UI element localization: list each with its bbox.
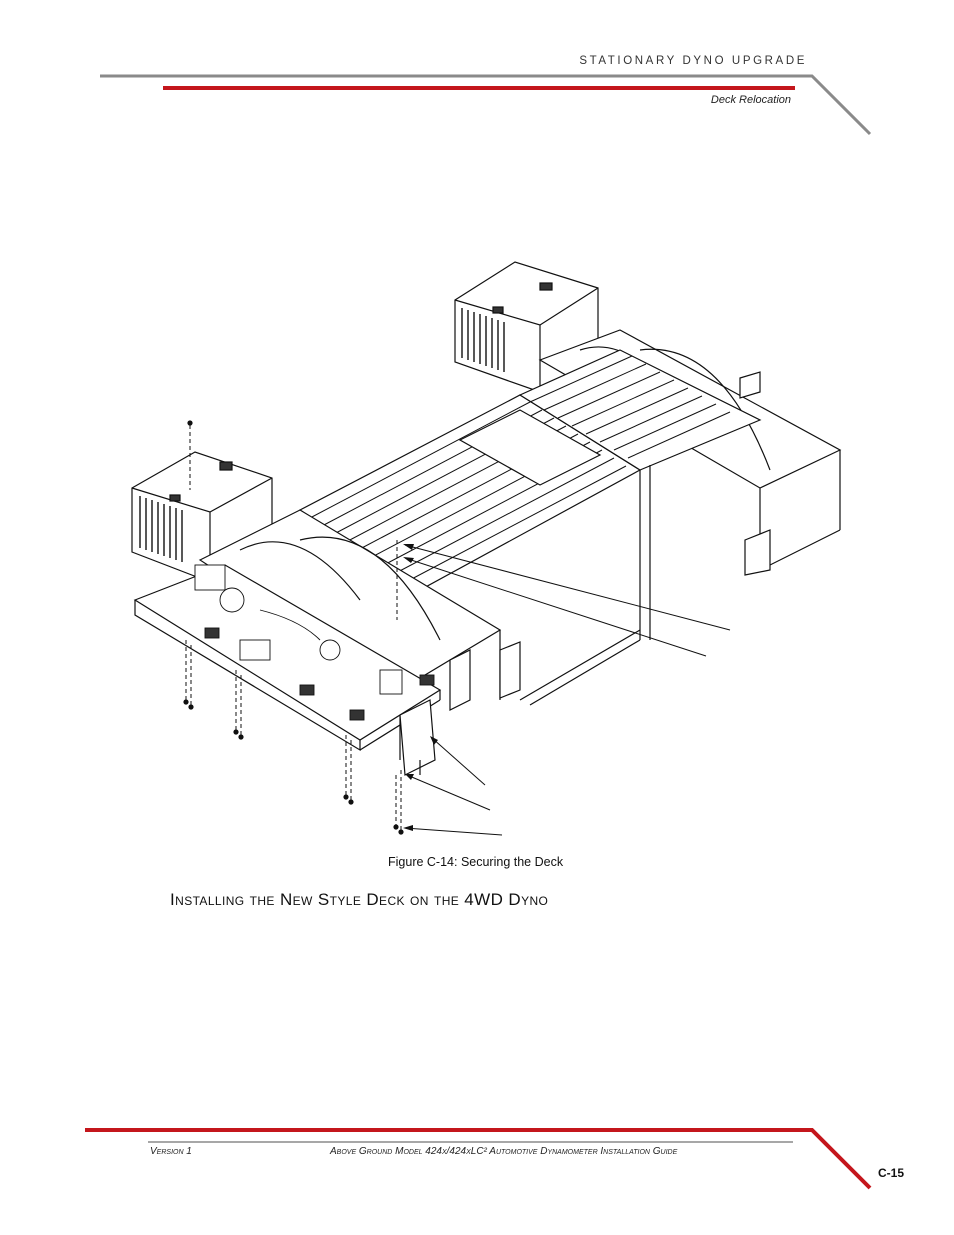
- running-header-title: STATIONARY DYNO UPGRADE: [579, 55, 807, 67]
- section-heading: Installing the New Style Deck on the 4WD…: [170, 890, 549, 909]
- front-roller-deck: [198, 509, 641, 760]
- lower-frame: [133, 564, 442, 776]
- page-number: C-15: [878, 1166, 905, 1180]
- footer-version: Version 1: [150, 1146, 192, 1157]
- header-rules: [100, 74, 872, 136]
- running-header-subtitle: Deck Relocation: [710, 94, 791, 106]
- footer-rules: [85, 1128, 872, 1190]
- figure-caption: Figure C-14: Securing the Deck: [388, 855, 564, 869]
- center-slat-decks: [298, 349, 762, 690]
- deck-assembly-drawing: [131, 261, 842, 836]
- footer-guide-title: Above Ground Model 424x/424xLC² Automoti…: [330, 1146, 678, 1157]
